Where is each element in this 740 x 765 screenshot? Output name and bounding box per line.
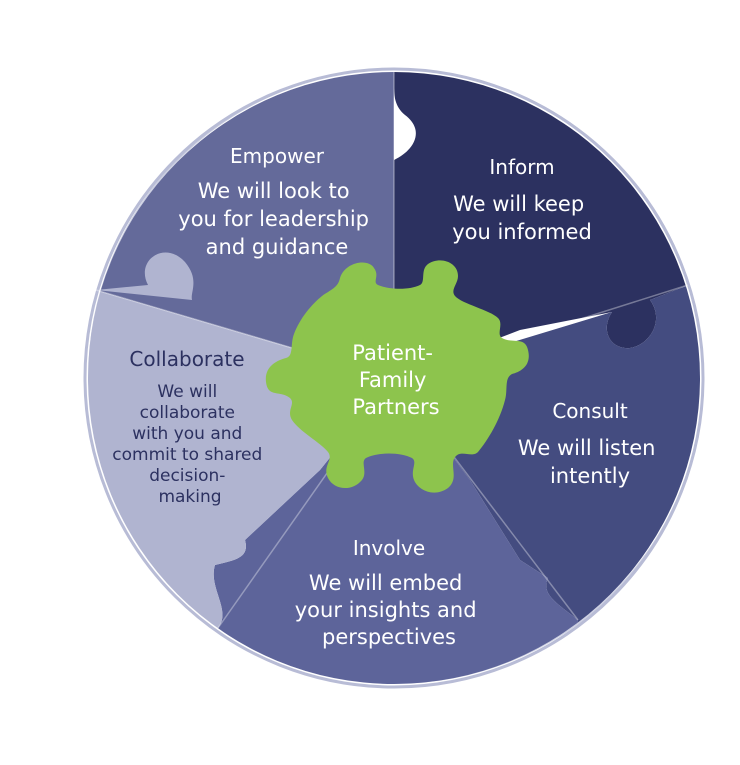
collaborate-description: We will collaborate with you and commit …	[112, 382, 267, 507]
inform-line-2: you informed	[452, 220, 592, 244]
empower-line-1: We will look to	[198, 179, 350, 203]
consult-description: We will listen intently	[518, 436, 662, 488]
involve-line-1: We will embed	[309, 571, 462, 595]
inform-description: We will keep you informed	[452, 192, 592, 244]
collaborate-title: Collaborate	[129, 347, 244, 371]
involve-line-3: perspectives	[322, 625, 456, 649]
center-line-1: Patient-	[352, 341, 433, 365]
center-line-2: Family	[359, 368, 427, 392]
center-line-3: Partners	[352, 395, 439, 419]
empower-title: Empower	[230, 144, 325, 168]
involve-segment	[213, 378, 578, 684]
collaborate-line-2: collaborate	[140, 403, 235, 423]
center-label: Patient- Family Partners	[352, 341, 439, 419]
collaborate-line-1: We will	[157, 382, 217, 402]
inform-line-1: We will keep	[453, 192, 584, 216]
involve-description: We will embed your insights and perspect…	[295, 571, 484, 649]
center-puzzle-piece	[265, 260, 529, 493]
collaborate-line-5: decision-	[149, 466, 225, 486]
consult-title: Consult	[552, 399, 628, 423]
empower-line-2: you for leadership	[178, 207, 369, 231]
empower-line-3: and guidance	[206, 235, 349, 259]
collaborate-line-4: commit to shared	[112, 445, 262, 465]
collaborate-line-6: making	[158, 487, 221, 507]
involve-title: Involve	[353, 536, 425, 560]
inform-title: Inform	[489, 155, 554, 179]
consult-line-2: intently	[550, 464, 630, 488]
involve-line-2: your insights and	[295, 598, 477, 622]
collaborate-line-3: with you and	[132, 424, 242, 444]
consult-line-1: We will listen	[518, 436, 656, 460]
empower-description: We will look to you for leadership and g…	[178, 179, 375, 259]
